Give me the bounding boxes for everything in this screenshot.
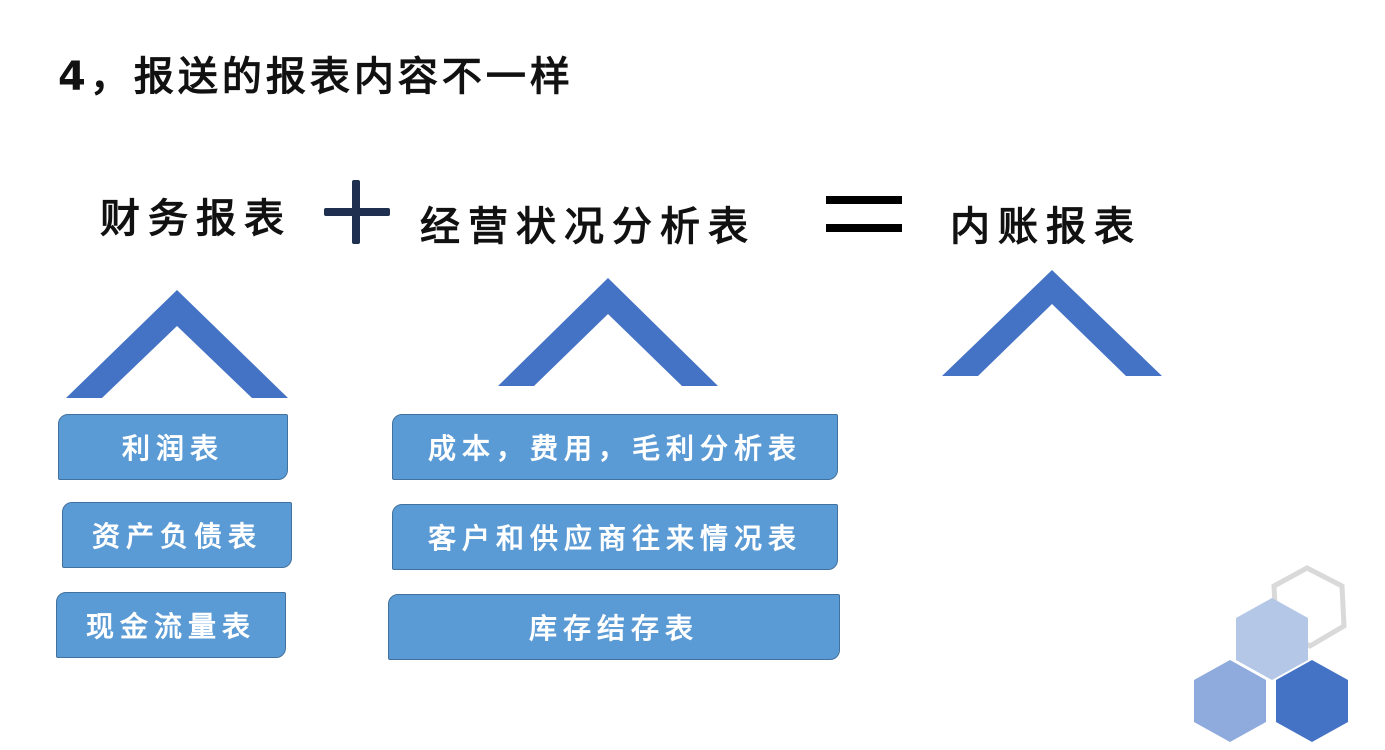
- chevron-up-icon-internal: [942, 270, 1162, 376]
- heading-financial-statements: 财务报表: [100, 196, 292, 242]
- box-customer-supplier-accounts: 客户和供应商往来情况表: [392, 504, 838, 570]
- page-title: 4，报送的报表内容不一样: [58, 54, 574, 100]
- box-cost-expense-gross-profit: 成本，费用，毛利分析表: [392, 414, 838, 480]
- box-inventory-balance: 库存结存表: [388, 594, 840, 660]
- box-income-statement: 利润表: [58, 414, 288, 480]
- heading-operating-analysis: 经营状况分析表: [420, 204, 756, 250]
- box-cash-flow-statement: 现金流量表: [56, 592, 286, 658]
- hexagon-decoration-icon: [1194, 565, 1348, 742]
- chevron-up-icon-financial: [66, 290, 288, 398]
- chevron-up-icon-operating: [498, 278, 718, 386]
- box-balance-sheet: 资产负债表: [62, 502, 292, 568]
- heading-internal-statements: 内账报表: [950, 204, 1142, 250]
